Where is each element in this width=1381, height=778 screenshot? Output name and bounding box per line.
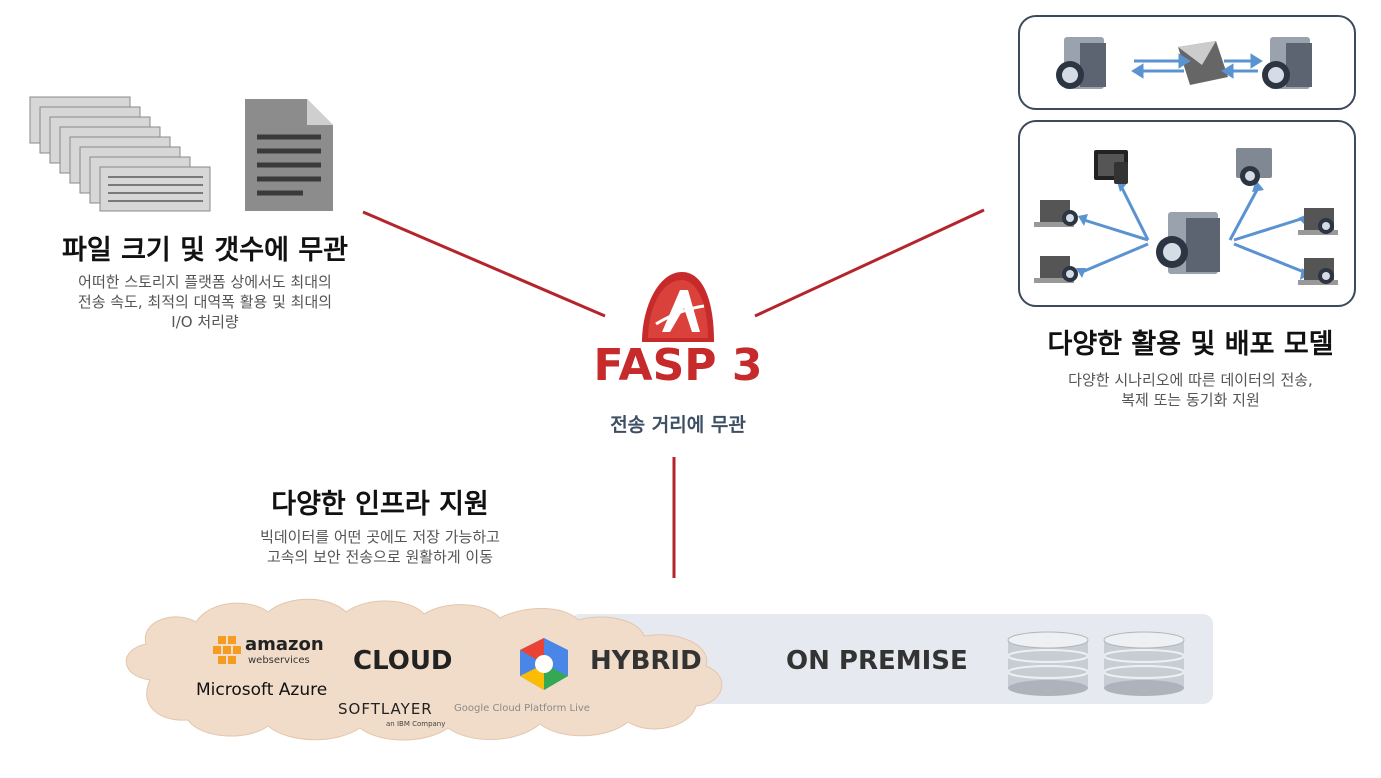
amazon-logo-text: amazon [245, 634, 324, 655]
database-icon-1 [1007, 631, 1089, 696]
laptop-icon-left-top [1034, 200, 1078, 227]
on-premise-label: ON PREMISE [786, 646, 968, 676]
laptop-icon-left-bottom [1034, 256, 1078, 283]
document-icon [243, 97, 335, 213]
infra-title: 다양한 인프라 지원 [271, 489, 489, 520]
amazon-logo-subtext: webservices [248, 655, 310, 666]
left-title: 파일 크기 및 갯수에 무관 [62, 235, 348, 266]
left-line-3: I/O 처리량 [171, 313, 239, 331]
infra-line-2: 고속의 보안 전송으로 원활하게 이동 [266, 548, 494, 566]
fasp-logo-icon [638, 268, 718, 346]
laptop-icon-right-bottom [1298, 258, 1338, 285]
right-connector [754, 208, 985, 318]
desktop-icon-top [1236, 148, 1272, 186]
replication-box [1018, 15, 1356, 110]
left-line-2: 전송 속도, 최적의 대역폭 활용 및 최대의 [77, 293, 333, 311]
left-line-1: 어떠한 스토리지 플랫폼 상에서도 최대의 [78, 273, 332, 291]
aws-icon [213, 636, 241, 664]
fasp-logo-text: FASP 3 [593, 340, 763, 391]
database-icon-2 [1103, 631, 1185, 696]
right-line-1: 다양한 시나리오에 따른 데이터의 전송, [1068, 371, 1313, 389]
right-description: 다양한 시나리오에 따른 데이터의 전송, 복제 또는 동기화 지원 [1000, 370, 1381, 410]
right-title: 다양한 활용 및 배포 모델 [1047, 329, 1334, 360]
softlayer-logo-subtext: an IBM Company [386, 720, 446, 728]
infra-line-1: 빅데이터를 어떤 곳에도 저장 가능하고 [260, 528, 500, 546]
cloud-label: CLOUD [353, 646, 453, 676]
hybrid-label: HYBRID [590, 646, 702, 676]
google-cloud-icon [520, 638, 568, 690]
google-cloud-logo-text: Google Cloud Platform Live [454, 703, 590, 714]
softlayer-logo-text: SOFTLAYER [338, 700, 433, 718]
server-icon-right [1262, 37, 1312, 89]
fasp-caption: 전송 거리에 무관 [610, 414, 746, 436]
tablet-icon [1094, 150, 1128, 184]
cloud-shape [125, 598, 723, 741]
envelope-icon [1178, 41, 1228, 85]
server-icon-left [1056, 37, 1106, 89]
distribution-box [1018, 120, 1356, 307]
hub-server-icon [1156, 212, 1220, 274]
laptop-icon-right-top [1298, 208, 1338, 235]
left-connector [362, 210, 606, 318]
many-files-icon [28, 95, 218, 213]
azure-logo-text: Microsoft Azure [196, 680, 328, 700]
left-description: 어떠한 스토리지 플랫폼 상에서도 최대의 전송 속도, 최적의 대역폭 활용 … [0, 272, 410, 332]
infra-description: 빅데이터를 어떤 곳에도 저장 가능하고 고속의 보안 전송으로 원활하게 이동 [170, 527, 590, 567]
right-line-2: 복제 또는 동기화 지원 [1121, 391, 1260, 409]
